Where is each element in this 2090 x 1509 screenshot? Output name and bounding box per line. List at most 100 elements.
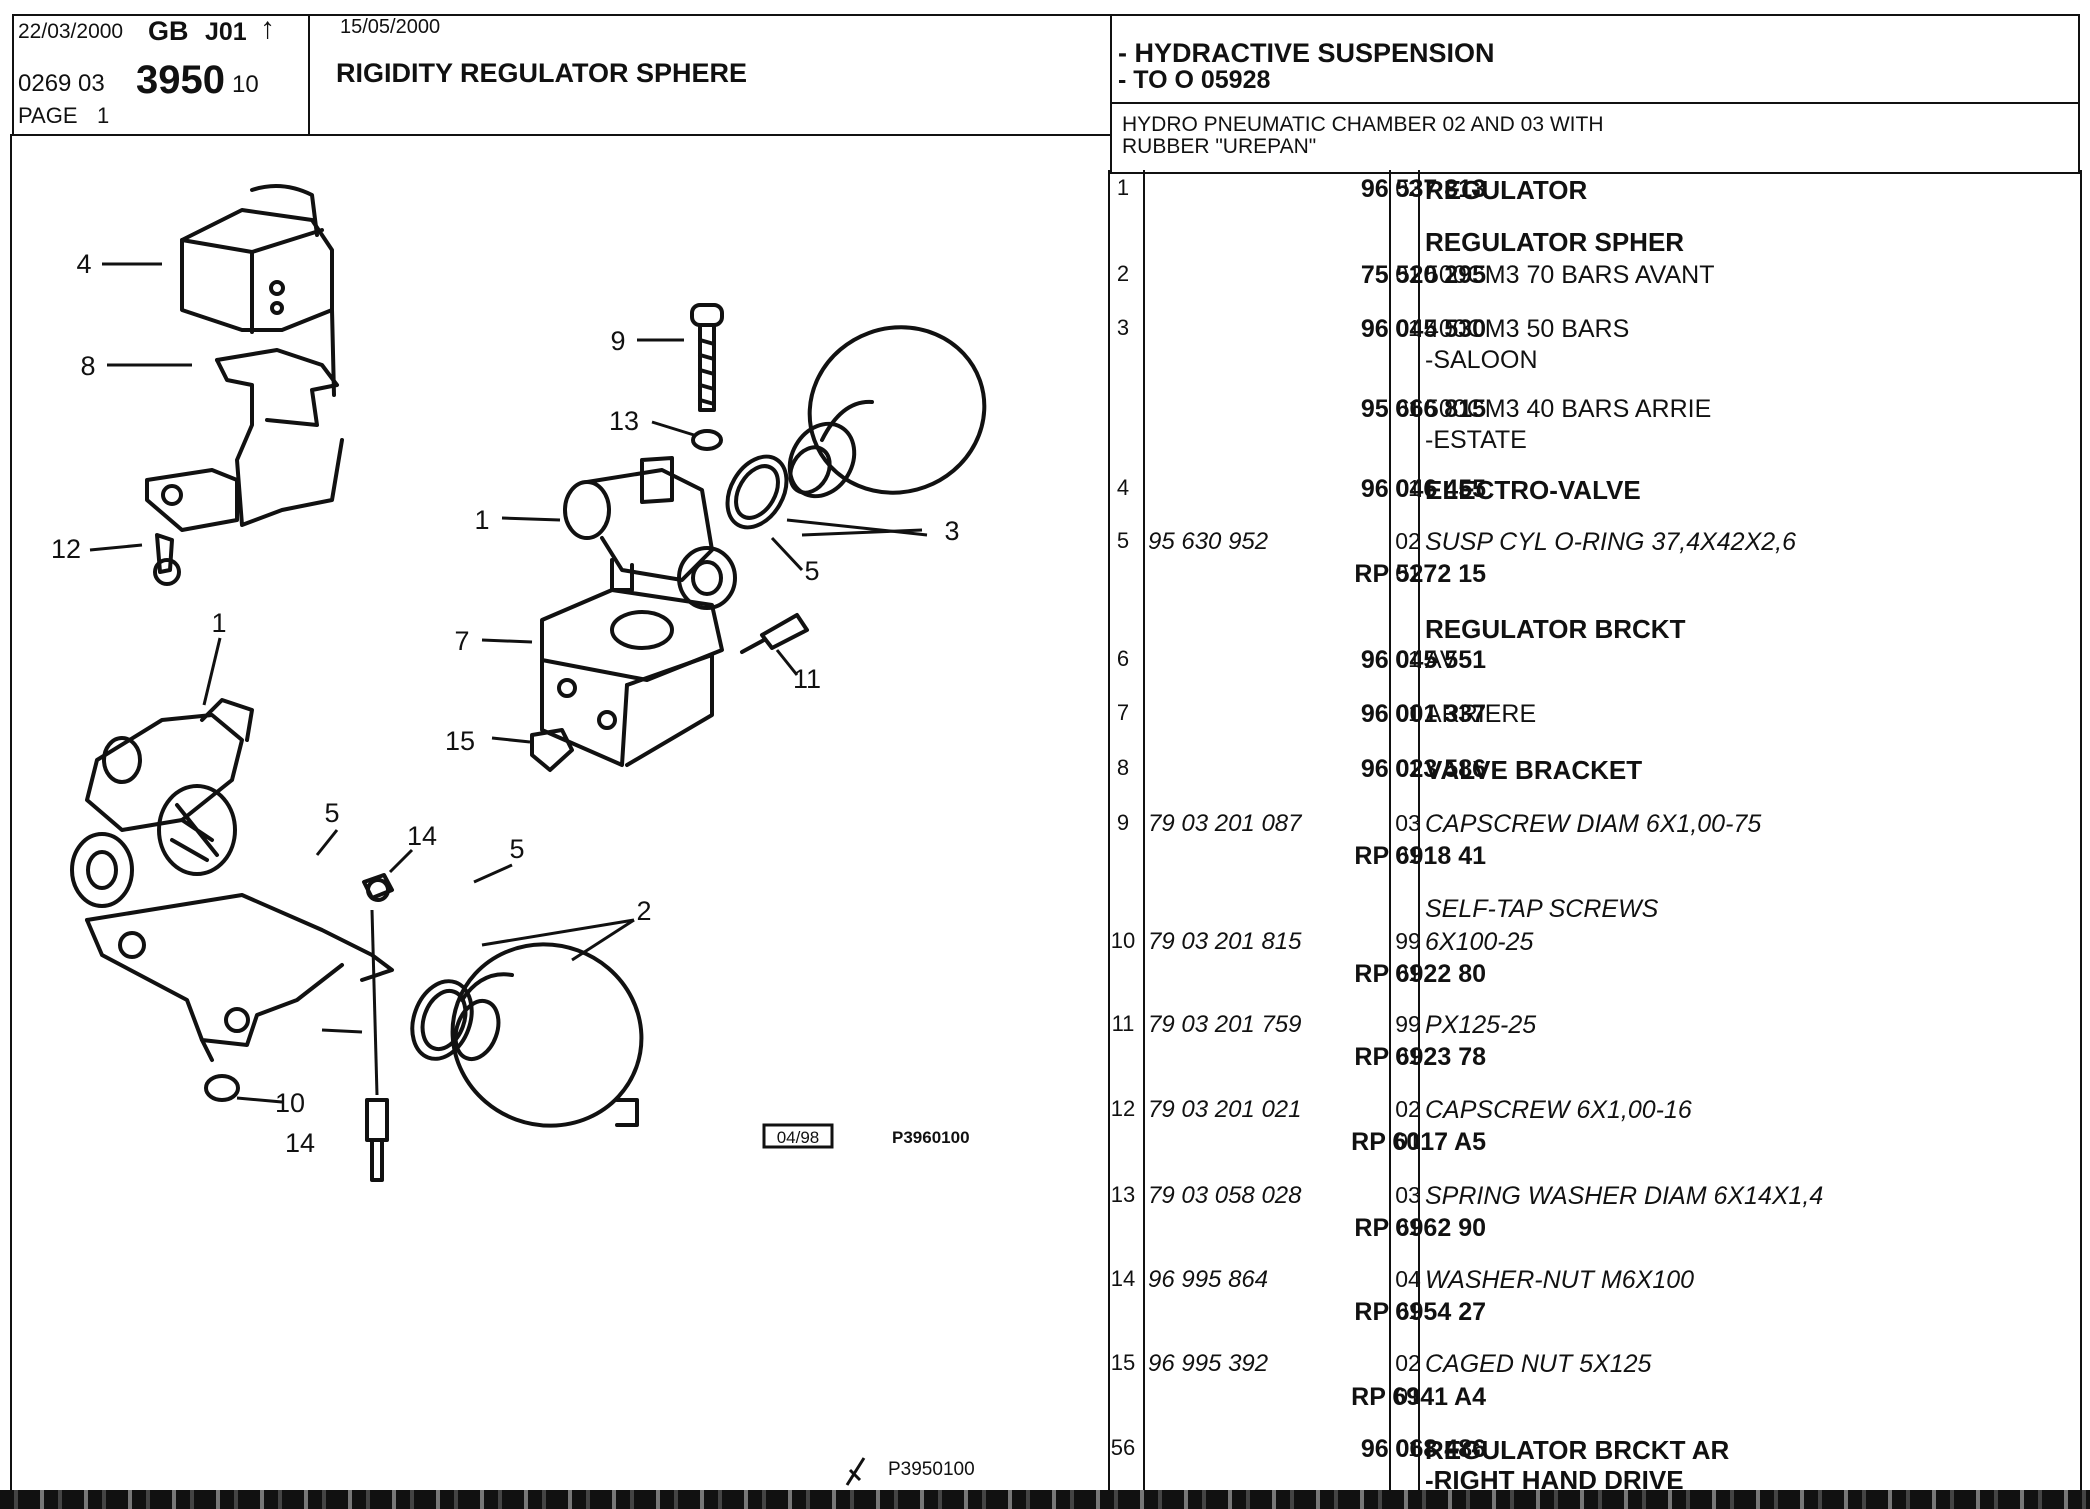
page-title: RIGIDITY REGULATOR SPHERE — [336, 58, 748, 88]
part-reference-primary: 79 03 201 021 — [1148, 1096, 1302, 1123]
part-description: 6X100-25 — [1425, 928, 1534, 956]
part-index: 01 — [1395, 646, 1421, 672]
part-reference-primary: 96 995 864 — [1148, 1266, 1269, 1293]
part-description: REGULATOR BRCKT — [1425, 614, 1686, 644]
part-description: ARRIERE — [1425, 700, 1537, 728]
callout-label: 13 — [609, 406, 639, 436]
part-reference: 96 001 337 — [1360, 700, 1486, 728]
part-reference: RP 6923 78 — [1354, 1043, 1486, 1071]
part-description: 500CM3 70 BARS AVANT — [1425, 261, 1715, 289]
part-number: 13 — [1110, 1182, 1136, 1207]
electro-valve-drawing — [180, 184, 334, 334]
part-reference: 96 046 455 — [1360, 475, 1486, 503]
part-number: 10 — [1110, 928, 1136, 953]
part-index: 04 — [1395, 1266, 1421, 1292]
callout-label: 10 — [275, 1088, 305, 1118]
header-ref-prefix: 0269 03 — [18, 70, 105, 97]
callout-label: 2 — [636, 896, 651, 926]
header-system-line2: - TO O 05928 — [1118, 66, 1271, 94]
part-index: 01 — [1395, 560, 1421, 586]
regulator-upper-drawing — [563, 456, 737, 610]
part-reference: RP 5272 15 — [1354, 560, 1486, 588]
part-reference: RP 6962 90 — [1354, 1214, 1486, 1242]
part-index: 02 — [1395, 528, 1421, 554]
part-index: 01 — [1395, 960, 1421, 986]
sphere-2-drawing — [450, 942, 644, 1128]
part-index: 99 — [1395, 928, 1421, 954]
part-index: 01 — [1395, 1214, 1421, 1240]
valve-bracket-drawing — [145, 308, 344, 532]
footer-ref: P3950100 — [888, 1459, 975, 1480]
header-ref-suffix: 10 — [232, 71, 259, 98]
part-number: 1 — [1116, 175, 1130, 200]
part-description: CAGED NUT 5X125 — [1425, 1350, 1652, 1378]
header-code: J01 — [205, 18, 247, 46]
callout-label: 5 — [509, 834, 524, 864]
part-number: 5 — [1116, 528, 1130, 553]
part-description: VALVE BRACKET — [1425, 755, 1643, 785]
drawing-frame-left — [10, 134, 12, 1494]
header-ref-main: 3950 — [136, 58, 225, 102]
regulator-bracket-drawing — [540, 588, 724, 767]
part-number: 4 — [1116, 475, 1130, 500]
part-description: ELECTRO-VALVE — [1425, 475, 1641, 505]
table-col-line — [1389, 170, 1391, 1495]
part-reference-primary: 95 630 952 — [1148, 528, 1269, 555]
part-reference-primary: 96 995 392 — [1148, 1350, 1269, 1377]
part-description: SPRING WASHER DIAM 6X14X1,4 — [1425, 1182, 1824, 1210]
part-description: REGULATOR SPHER — [1425, 227, 1685, 257]
part-description: -ESTATE — [1425, 426, 1527, 454]
part-number: 6 — [1116, 646, 1130, 671]
callout-label: 8 — [80, 351, 95, 381]
part-reference: RP 6941 A4 — [1351, 1383, 1486, 1411]
part-index: 01 — [1395, 315, 1421, 341]
callout-label: 7 — [454, 626, 469, 656]
part-reference: 96 023 586 — [1360, 755, 1486, 783]
part-index: 01 — [1395, 1128, 1421, 1154]
header-note-line1: HYDRO PNEUMATIC CHAMBER 02 AND 03 WITH — [1122, 113, 1604, 136]
part-description: PX125-25 — [1425, 1011, 1537, 1039]
part-description: AV — [1425, 646, 1457, 674]
part-reference-primary: 79 03 201 815 — [1148, 928, 1302, 955]
callout-label: 5 — [804, 556, 819, 586]
part-reference: 96 068 486 — [1360, 1435, 1486, 1463]
header-system-line1: - HYDRACTIVE SUSPENSION — [1118, 38, 1495, 68]
stamp-ref: P3960100 — [892, 1128, 970, 1147]
stamp-date: 04/98 — [777, 1128, 820, 1147]
table-col-line — [2080, 170, 2082, 1495]
callout-label: 3 — [944, 516, 959, 546]
part-index: 01 — [1395, 755, 1421, 781]
part-reference: 96 045 551 — [1360, 646, 1486, 674]
callout-label: 9 — [610, 326, 625, 356]
part-description: -SALOON — [1425, 346, 1538, 374]
callout-label: 12 — [51, 534, 81, 564]
part-number: 56 — [1110, 1435, 1136, 1460]
table-col-line — [1108, 170, 1110, 1495]
part-number: 8 — [1116, 755, 1130, 780]
part-index: 01 — [1395, 475, 1421, 501]
part-index: 01 — [1395, 1435, 1421, 1461]
part-index: 01 — [1395, 1298, 1421, 1324]
part-index: 02 — [1395, 1096, 1421, 1122]
part-reference: RP 6922 80 — [1354, 960, 1486, 988]
part-reference-primary: 79 03 201 087 — [1148, 810, 1302, 837]
part-description: REGULATOR — [1425, 175, 1588, 205]
part-index: 03 — [1395, 1182, 1421, 1208]
part-index: 01 — [1395, 261, 1421, 287]
part-index: 01 — [1395, 700, 1421, 726]
part-reference: 96 537 813 — [1360, 175, 1486, 203]
header-country: GB — [148, 16, 189, 46]
capscrew-drawing — [690, 303, 724, 412]
header-note-line2: RUBBER "UREPAN" — [1122, 135, 1317, 158]
part-description: WASHER-NUT M6X100 — [1425, 1266, 1695, 1294]
part-index: 01 — [1395, 1383, 1421, 1409]
part-index: 01 — [1395, 842, 1421, 868]
callout-label: 4 — [76, 249, 91, 279]
part-number: 11 — [1111, 1011, 1135, 1036]
table-col-line — [1143, 170, 1145, 1495]
part-index: 02 — [1395, 175, 1421, 201]
callout-label: 11 — [793, 664, 821, 694]
